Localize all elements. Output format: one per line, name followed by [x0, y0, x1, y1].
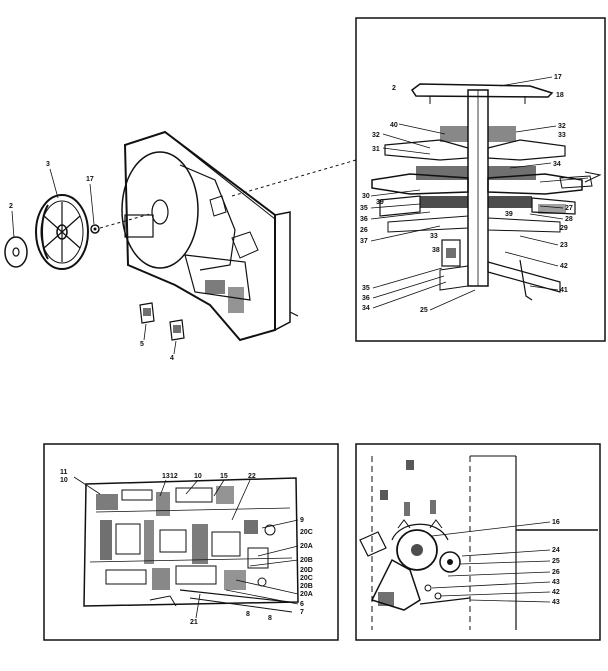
- callout-label: 32: [372, 132, 380, 139]
- callout-label: 26: [552, 569, 560, 576]
- callout-label: 26: [360, 227, 368, 234]
- callout-label: 4: [170, 355, 174, 362]
- bracket-5: [139, 302, 155, 324]
- callout-label: 21: [190, 619, 198, 626]
- deck-mechanism: [359, 460, 471, 611]
- callout-label: 2: [392, 85, 396, 92]
- mechanism-inset: 2 17 18 40 32 31 30 35 36 26 37 39 33 38…: [355, 17, 606, 342]
- gear-stack: [371, 126, 602, 301]
- callout-label: 7: [300, 609, 304, 616]
- callout-label: 20D: [300, 567, 313, 574]
- callout-label: 34: [362, 305, 370, 312]
- exploded-view: [4, 130, 357, 342]
- washer: [90, 224, 100, 234]
- flywheel: [35, 194, 89, 270]
- callout-label: 39: [376, 199, 384, 206]
- deck-callouts: 16 24 25 26 43 42 43: [552, 519, 560, 606]
- inset-pointer-line: [231, 159, 357, 197]
- circuit-callouts: 11 10 13 12 10 15 22 9 20C 20A 20B 20D 2…: [60, 469, 313, 626]
- callout-label: 27: [565, 205, 573, 212]
- turntable-plate: [410, 83, 554, 98]
- callout-label: 23: [560, 242, 568, 249]
- inset-frame: [355, 17, 606, 342]
- callout-label: 42: [552, 589, 560, 596]
- callout-label: 28: [565, 216, 573, 223]
- callout-label: 6: [300, 601, 304, 608]
- pulley-disc: [4, 236, 28, 268]
- callout-label: 8: [246, 611, 250, 618]
- circuit-board-view: 11 10 13 12 10 15 22 9 20C 20A 20B 20D 2…: [43, 443, 339, 641]
- callout-label: 43: [552, 579, 560, 586]
- callout-label: 41: [560, 287, 568, 294]
- callout-label: 3: [46, 161, 50, 168]
- callout-label: 5: [140, 341, 144, 348]
- callout-label: 11: [60, 469, 68, 476]
- callout-label: 18: [556, 92, 564, 99]
- callout-label: 35: [362, 285, 370, 292]
- inset-callouts-right: 32 33 34 27 28 29 23 42 41 39: [505, 123, 573, 294]
- callout-label: 8: [268, 615, 272, 622]
- callout-label: 31: [372, 146, 380, 153]
- callout-label: 10: [60, 477, 68, 484]
- callout-label: 32: [558, 123, 566, 130]
- callout-label: 17: [86, 176, 94, 183]
- circuit-frame: [43, 443, 339, 641]
- exploded-callouts: 2 3 17 5 4: [9, 161, 174, 362]
- callout-label: 9: [300, 517, 304, 524]
- callout-label: 22: [248, 473, 256, 480]
- callout-label: 20B: [300, 583, 313, 590]
- callout-label: 20A: [300, 543, 313, 550]
- callout-label: 34: [553, 161, 561, 168]
- callout-label: 20A: [300, 591, 313, 598]
- deck-detail-view: 16 24 25 26 43 42 43: [355, 443, 601, 641]
- callout-label: 35: [360, 205, 368, 212]
- callout-label: 33: [558, 132, 566, 139]
- callout-label: 25: [420, 307, 428, 314]
- callout-label: 20B: [300, 557, 313, 564]
- callout-label: 30: [362, 193, 370, 200]
- callout-label: 20C: [300, 575, 313, 582]
- callout-label: 40: [390, 122, 398, 129]
- chassis: [121, 130, 299, 342]
- callout-label: 33: [430, 233, 438, 240]
- callout-label: 36: [360, 216, 368, 223]
- board-components: [89, 486, 293, 613]
- callout-label: 13: [162, 473, 170, 480]
- callout-label: 12: [170, 473, 178, 480]
- inset-callouts-left: 40 32 31 30 35 36 26 37 39 33 38: [360, 122, 440, 254]
- deck-frame: [355, 443, 601, 641]
- deck-leader-lines: [431, 521, 551, 603]
- callout-label: 37: [360, 238, 368, 245]
- inset-callouts-bottom: 35 36 34 25: [362, 285, 428, 314]
- circuit-board: [83, 477, 299, 607]
- callout-label: 15: [220, 473, 228, 480]
- callout-label: 2: [9, 203, 13, 210]
- inset-callouts-top: 2 17 18: [392, 74, 564, 99]
- exploded-leader-lines: [11, 168, 177, 355]
- inset-leader-lines: [370, 76, 589, 311]
- callout-label: 17: [554, 74, 562, 81]
- callout-label: 38: [432, 247, 440, 254]
- callout-label: 24: [552, 547, 560, 554]
- circuit-leader-lines: [73, 476, 299, 619]
- callout-label: 36: [362, 295, 370, 302]
- callout-label: 16: [552, 519, 560, 526]
- callout-label: 29: [560, 225, 568, 232]
- callout-label: 39: [505, 211, 513, 218]
- bracket-4: [169, 319, 185, 341]
- callout-label: 20C: [300, 529, 313, 536]
- callout-label: 25: [552, 558, 560, 565]
- callout-label: 42: [560, 263, 568, 270]
- callout-label: 43: [552, 599, 560, 606]
- callout-label: 10: [194, 473, 202, 480]
